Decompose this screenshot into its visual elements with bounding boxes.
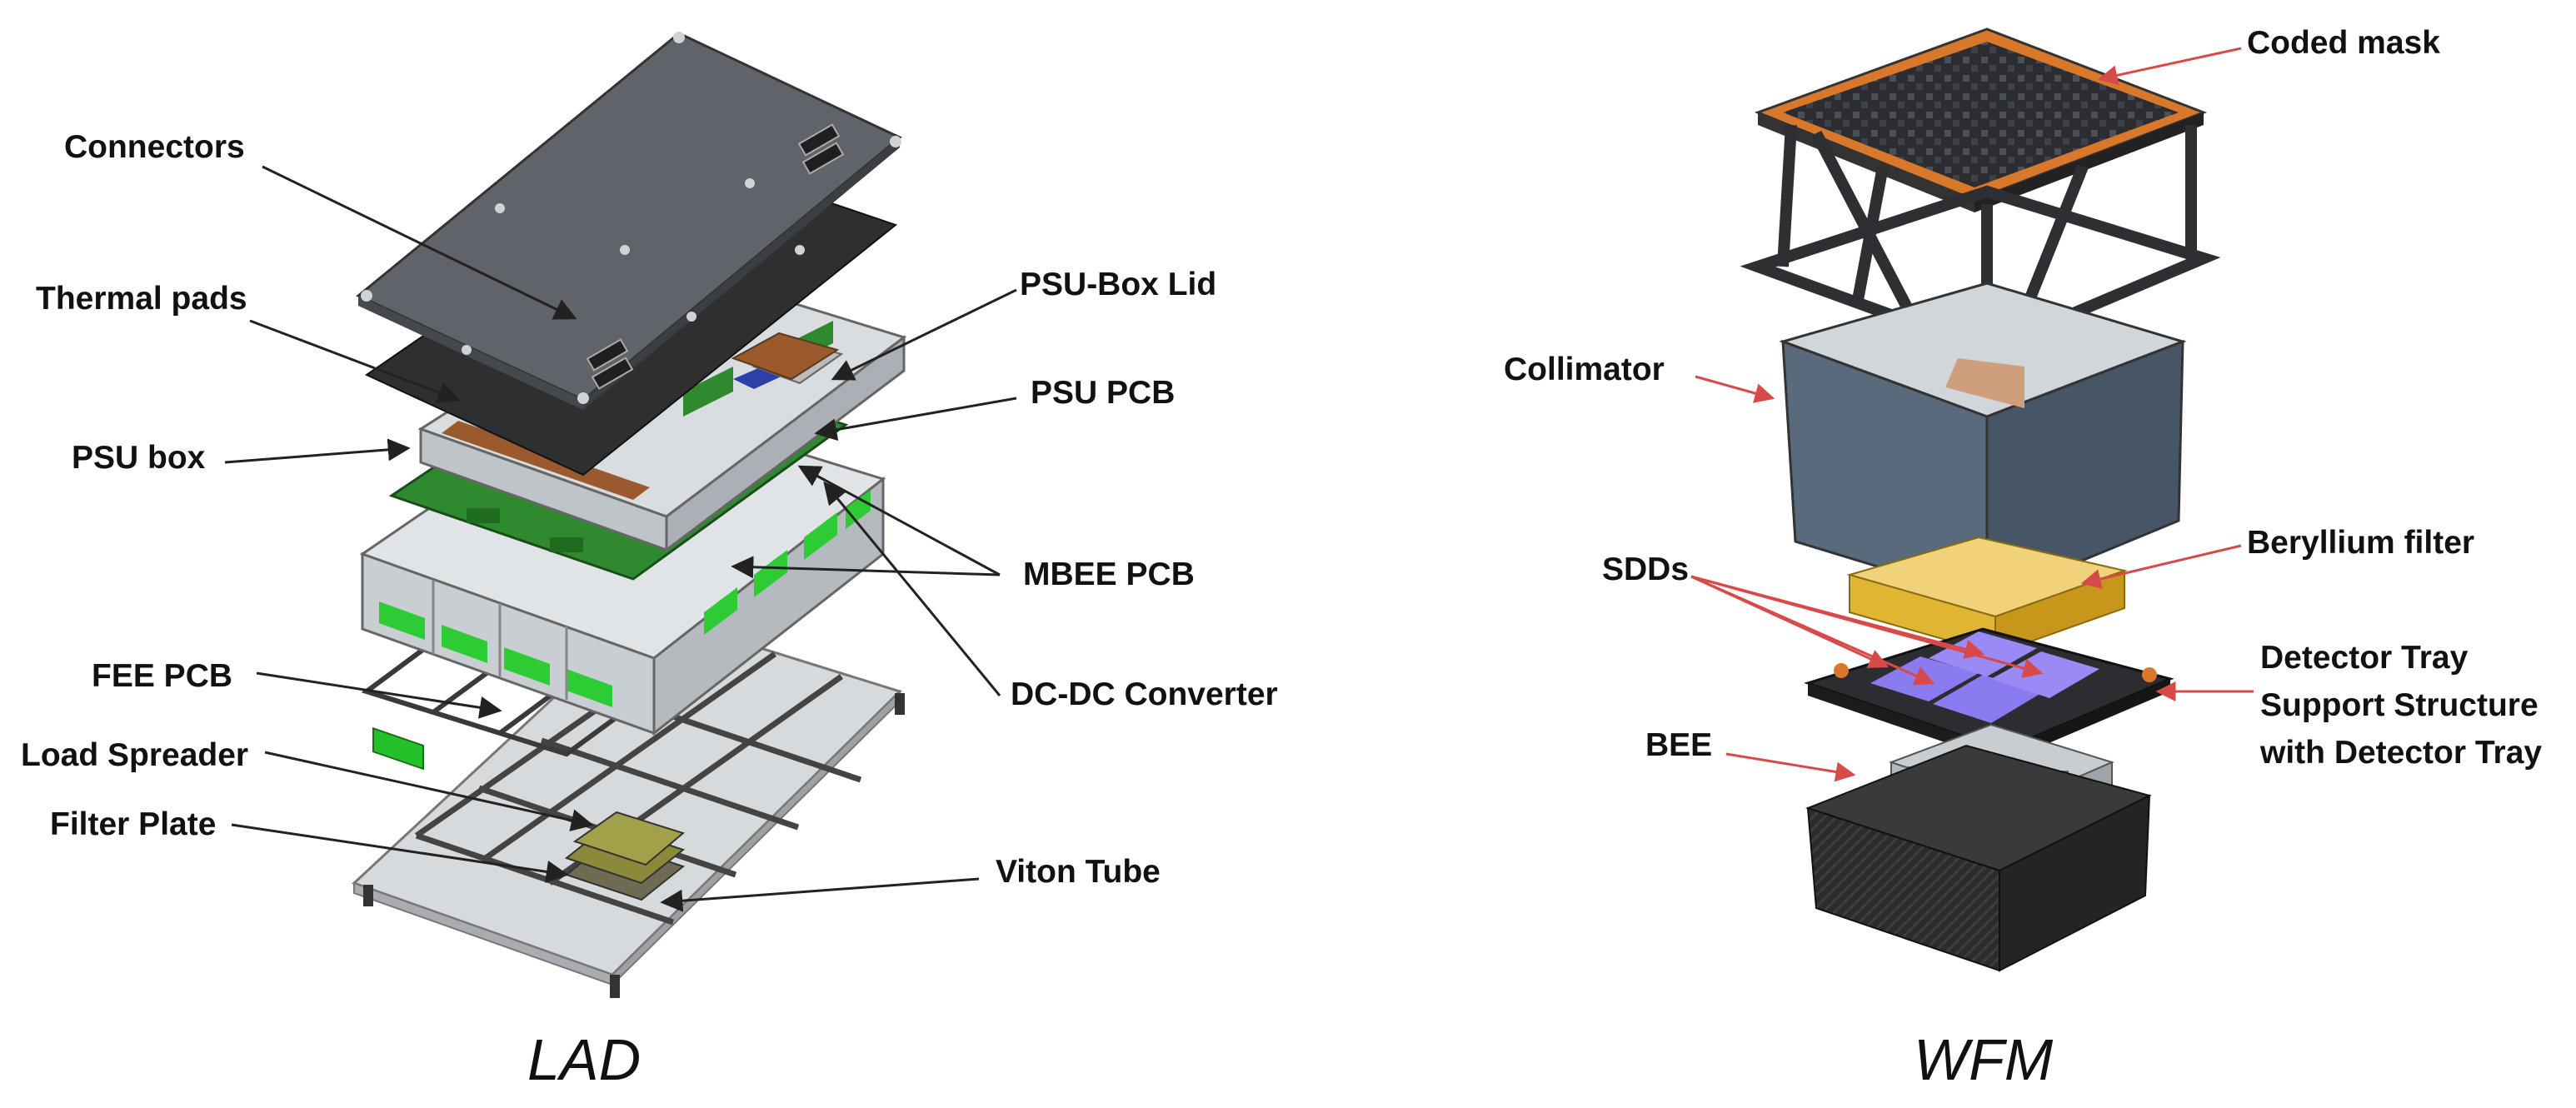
label-sdds: SDDs (1602, 552, 1690, 587)
wfm-collimator (1779, 282, 2187, 602)
wfm-leaders (1690, 47, 2254, 782)
label-beryllium-filter: Beryllium filter (2247, 525, 2475, 561)
caption-lad: LAD (527, 1027, 642, 1092)
lad-psu-box-lid (731, 332, 844, 385)
label-collimator: Collimator (1504, 352, 1665, 387)
label-bee: BEE (1645, 727, 1713, 763)
wfm-base (1805, 744, 2152, 972)
label-detector-tray-line2: Support Structure (2260, 687, 2539, 723)
label-thermal-pads: Thermal pads (36, 281, 247, 317)
label-detector-tray-line3: with Detector Tray (2260, 735, 2543, 771)
lad-diagram (224, 32, 1017, 998)
label-load-spreader: Load Spreader (21, 737, 249, 773)
label-psu-pcb: PSU PCB (1031, 375, 1176, 411)
label-psu-box-lid: PSU-Box Lid (1020, 267, 1217, 302)
lad-filter-plate (564, 811, 686, 901)
label-connectors: Connectors (64, 129, 245, 165)
wfm-coded-mask (1754, 27, 2208, 212)
label-mbee-pcb: MBEE PCB (1023, 556, 1195, 592)
label-detector-tray-line1: Detector Tray (2260, 640, 2469, 676)
lad-leaders (224, 165, 1017, 912)
label-filter-plate: Filter Plate (50, 806, 217, 842)
label-fee-pcb: FEE PCB (92, 658, 233, 694)
wfm-diagram (1690, 27, 2254, 972)
label-dc-dc-converter: DC-DC Converter (1011, 676, 1278, 712)
label-coded-mask: Coded mask (2247, 25, 2440, 61)
label-psu-box: PSU box (72, 440, 206, 476)
lad-base-frame (352, 611, 905, 998)
lad-top-plate (356, 32, 902, 410)
label-viton-tube: Viton Tube (996, 854, 1161, 890)
caption-wfm: WFM (1914, 1027, 2054, 1092)
